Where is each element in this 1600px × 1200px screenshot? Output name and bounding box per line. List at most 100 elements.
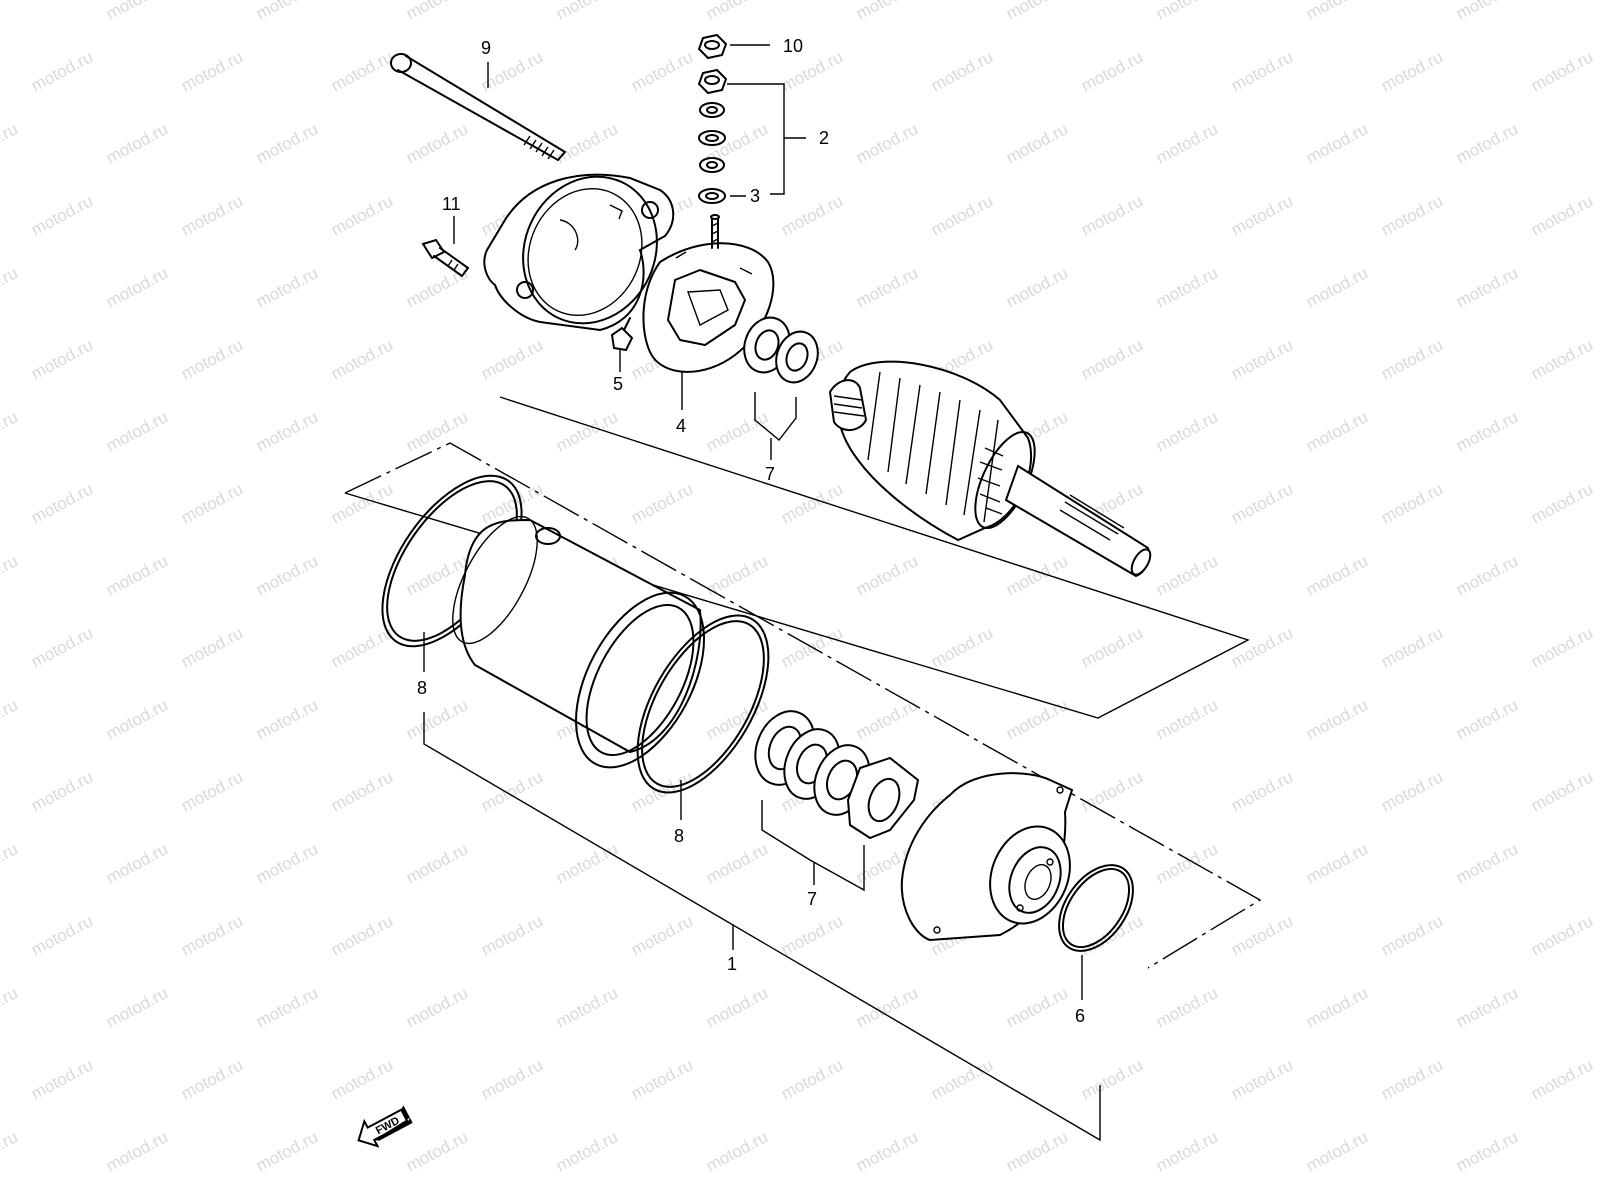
callout-2: 2: [819, 128, 829, 148]
watermark-text: motod.ru: [28, 911, 96, 959]
watermark-text: motod.ru: [103, 551, 171, 599]
watermark-text: motod.ru: [853, 0, 921, 24]
watermark-text: motod.ru: [28, 1055, 96, 1103]
watermark-text: motod.ru: [1228, 911, 1296, 959]
watermark-text: motod.ru: [853, 263, 921, 311]
watermark-text: motod.ru: [253, 839, 321, 887]
watermark-text: motod.ru: [553, 1127, 621, 1175]
watermark-text: motod.ru: [553, 983, 621, 1031]
watermark-text: motod.ru: [1453, 119, 1521, 167]
watermark-text: motod.ru: [403, 1127, 471, 1175]
watermark-text: motod.ru: [1378, 767, 1446, 815]
watermark-text: motod.ru: [1528, 1055, 1596, 1103]
watermark-text: motod.ru: [1078, 1055, 1146, 1103]
watermark-text: motod.ru: [28, 47, 96, 95]
watermark-text: motod.ru: [1453, 551, 1521, 599]
watermark-text: motod.ru: [103, 119, 171, 167]
watermark-text: motod.ru: [1078, 767, 1146, 815]
watermark-text: motod.ru: [1078, 623, 1146, 671]
watermark-text: motod.ru: [1528, 191, 1596, 239]
watermark-text: motod.ru: [628, 479, 696, 527]
callout-5: 5: [613, 374, 623, 394]
yoke: [452, 515, 706, 769]
watermark-text: motod.ru: [928, 623, 996, 671]
watermark-text: motod.ru: [1153, 119, 1221, 167]
watermark-text: motod.ru: [253, 695, 321, 743]
watermark-text: motod.ru: [0, 1127, 21, 1175]
o-ring-right: [636, 614, 770, 794]
watermark-text: motod.ru: [178, 911, 246, 959]
watermark-text: motod.ru: [1003, 119, 1071, 167]
watermark-text: motod.ru: [28, 623, 96, 671]
watermark-text: motod.ru: [553, 407, 621, 455]
watermark-text: motod.ru: [403, 551, 471, 599]
watermark-text: motod.ru: [1378, 191, 1446, 239]
watermark-text: motod.ru: [1078, 47, 1146, 95]
watermark-text: motod.ru: [1153, 0, 1221, 24]
watermark-text: motod.ru: [178, 479, 246, 527]
watermark-text: motod.ru: [1228, 191, 1296, 239]
watermark-text: motod.ru: [0, 119, 21, 167]
watermark-text: motod.ru: [1153, 983, 1221, 1031]
watermark-text: motod.ru: [178, 623, 246, 671]
watermark-text: motod.ru: [478, 1055, 546, 1103]
watermark-text: motod.ru: [703, 0, 771, 24]
watermark-text: motod.ru: [1078, 335, 1146, 383]
watermark-text: motod.ru: [928, 47, 996, 95]
watermark-text: motod.ru: [0, 983, 21, 1031]
watermark-text: motod.ru: [328, 47, 396, 95]
watermark-text: motod.ru: [328, 1055, 396, 1103]
watermark-text: motod.ru: [1003, 1127, 1071, 1175]
watermark-text: motod.ru: [478, 335, 546, 383]
watermark-text: motod.ru: [103, 695, 171, 743]
watermark-text: motod.ru: [1153, 551, 1221, 599]
watermark-text: motod.ru: [853, 983, 921, 1031]
watermark-text: motod.ru: [328, 335, 396, 383]
watermark-text: motod.ru: [1378, 623, 1446, 671]
watermark-text: motod.ru: [328, 479, 396, 527]
watermark-text: motod.ru: [403, 839, 471, 887]
watermark-text: motod.ru: [178, 335, 246, 383]
watermark-text: motod.ru: [1453, 0, 1521, 24]
callout-labels: 9 10 2 3 11 5 4 7 8 8 7 1 6: [417, 36, 1085, 1026]
callout-7-upper: 7: [765, 464, 775, 484]
watermark-text: motod.ru: [1153, 407, 1221, 455]
watermark-text: motod.ru: [1528, 767, 1596, 815]
watermark-text: motod.ru: [403, 0, 471, 24]
watermark-text: motod.ru: [1228, 479, 1296, 527]
watermark-text: motod.ru: [0, 263, 21, 311]
watermark-text: motod.ru: [778, 1055, 846, 1103]
brush-holder: [642, 214, 775, 373]
watermark-text: motod.ru: [403, 119, 471, 167]
watermark-text: motod.ru: [1228, 1055, 1296, 1103]
watermark-text: motod.ru: [178, 47, 246, 95]
front-cover: [900, 772, 1074, 942]
watermark-text: motod.ru: [1528, 47, 1596, 95]
watermark-text: motod.ru: [1153, 1127, 1221, 1175]
callout-3: 3: [750, 186, 760, 206]
watermark-text: motod.ru: [1003, 263, 1071, 311]
upper-shims: [743, 316, 819, 442]
watermark-text: motod.ru: [0, 407, 21, 455]
watermark-text: motod.ru: [0, 839, 21, 887]
watermark-text: motod.ru: [1228, 767, 1296, 815]
watermark-text: motod.ru: [253, 1127, 321, 1175]
watermark-text: motod.ru: [0, 0, 21, 24]
lower-shims: [754, 710, 920, 892]
watermark-text: motod.ru: [553, 839, 621, 887]
callout-9: 9: [481, 38, 491, 58]
watermark-text: motod.ru: [1528, 911, 1596, 959]
leader-lines: [423, 62, 1101, 1142]
callout-4: 4: [676, 416, 686, 436]
watermark-text: motod.ru: [1378, 47, 1446, 95]
watermark-text: motod.ru: [1153, 263, 1221, 311]
watermark-text: motod.ru: [0, 695, 21, 743]
watermark-text: motod.ru: [1228, 335, 1296, 383]
watermark-text: motod.ru: [1003, 551, 1071, 599]
long-bolt: [390, 53, 566, 161]
watermark-text: motod.ru: [628, 1055, 696, 1103]
watermark-text: motod.ru: [178, 1055, 246, 1103]
watermark-text: motod.ru: [1303, 983, 1371, 1031]
callout-7-lower: 7: [807, 889, 817, 909]
callout-6: 6: [1075, 1006, 1085, 1026]
